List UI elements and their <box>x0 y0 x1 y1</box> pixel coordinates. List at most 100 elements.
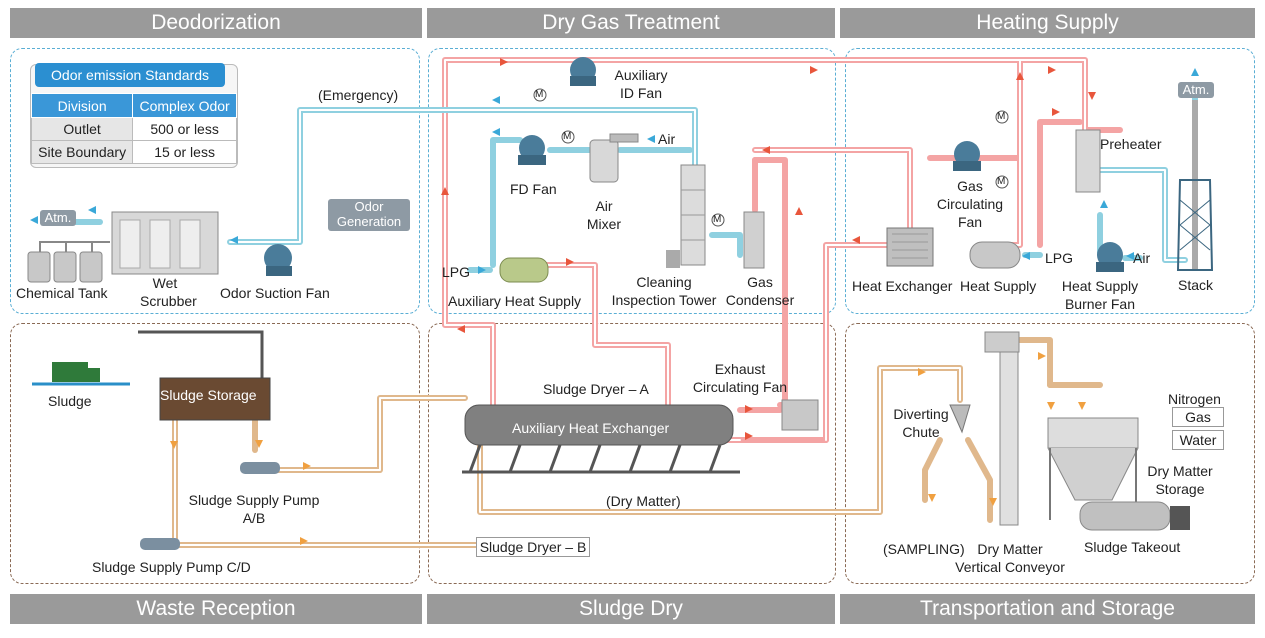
dry-matter-storage-label: Dry Matter Storage <box>1140 462 1220 498</box>
sludge-storage-graphic <box>138 330 271 421</box>
valve-m-label: M <box>997 176 1006 187</box>
header-deodorization: Deodorization <box>10 8 422 38</box>
pump-ab-line-1: Sludge Supply Pump <box>188 492 320 508</box>
diverting-chute-line-1: Diverting <box>893 406 949 422</box>
aux-id-fan-line-2: ID Fan <box>619 85 662 101</box>
gas-circulating-fan-line-3: Fan <box>957 214 983 230</box>
heat-exchanger-graphic <box>886 227 934 267</box>
cleaning-tower-line-1: Cleaning <box>636 274 692 290</box>
preheater-label: Preheater <box>1100 136 1162 152</box>
exhaust-fan-line-2: Circulating Fan <box>692 379 788 395</box>
air-mixer-label: Air Mixer <box>584 197 624 233</box>
sampling-label: (SAMPLING) <box>883 541 965 557</box>
burner-fan-line-1: Heat Supply <box>1061 278 1139 294</box>
sludge-dryer-a-graphic <box>462 404 740 474</box>
header-waste-reception: Waste Reception <box>10 594 422 624</box>
diverting-chute-graphic <box>949 404 971 434</box>
air-mixer-line-2: Mixer <box>586 216 622 232</box>
preheater-graphic <box>1075 129 1101 193</box>
gas-circulating-fan-graphic <box>953 141 981 171</box>
diverting-chute-label: Diverting Chute <box>888 405 954 441</box>
zone-waste-reception <box>10 323 420 584</box>
odor-generation-line-2: Generation <box>336 214 402 229</box>
zone-dry-gas-treatment <box>428 48 836 314</box>
lpg-label-aux: LPG <box>442 264 471 280</box>
valve-m-label: M <box>713 214 722 225</box>
header-sludge-dry: Sludge Dry <box>427 594 835 624</box>
wet-scrubber-line-1: Wet <box>152 275 178 291</box>
diverting-chute-line-2: Chute <box>902 424 940 440</box>
chemical-tank-graphic <box>27 241 110 283</box>
zone-heating-supply <box>845 48 1255 314</box>
sludge-truck-graphic <box>32 362 130 386</box>
emergency-label: (Emergency) <box>318 87 399 103</box>
atm-tag-stack: Atm. <box>1178 82 1214 98</box>
zone-transportation-storage <box>845 323 1255 584</box>
cleaning-tower-label: Cleaning Inspection Tower <box>604 273 724 309</box>
zone-sludge-dry <box>428 323 836 584</box>
table-cell: Outlet <box>30 117 134 141</box>
vertical-conveyor-line-1: Dry Matter <box>977 541 1043 557</box>
air-label-mixer: Air <box>658 131 676 147</box>
table-caption: Odor emission Standards <box>35 63 225 87</box>
table-row: Site Boundary 15 or less <box>30 140 237 164</box>
odor-generation-line-1: Odor <box>354 199 384 214</box>
sludge-takeout-label: Sludge Takeout <box>1084 539 1181 555</box>
chemical-tank-label: Chemical Tank <box>16 285 108 301</box>
header-transportation-storage: Transportation and Storage <box>840 594 1255 624</box>
flow-arrows <box>441 58 1096 440</box>
pump-ab-line-2: A/B <box>242 510 266 526</box>
sludge-label: Sludge <box>48 393 92 409</box>
sludge-storage-label: Sludge Storage <box>160 387 257 403</box>
aux-heat-exchanger-label: Auxiliary Heat Exchanger <box>512 420 670 436</box>
burner-fan-label: Heat Supply Burner Fan <box>1058 277 1142 313</box>
burner-fan-line-2: Burner Fan <box>1064 296 1136 312</box>
exhaust-fan-line-1: Exhaust <box>714 361 766 377</box>
odor-suction-fan-label: Odor Suction Fan <box>220 285 330 301</box>
sludge-pump-ab-graphic <box>240 462 280 474</box>
fd-fan-graphic <box>518 135 546 165</box>
odor-generation-tag: Odor Generation <box>328 199 410 231</box>
air-mixer-graphic <box>589 133 639 183</box>
fd-fan-label: FD Fan <box>510 181 557 197</box>
dry-matter-label: (Dry Matter) <box>606 493 681 509</box>
aux-id-fan-graphic <box>570 57 596 86</box>
air-mixer-line-1: Air <box>595 198 613 214</box>
valve-m-label: M <box>563 131 572 142</box>
odor-suction-fan-graphic <box>264 244 292 276</box>
nitrogen-label: Nitrogen <box>1168 391 1221 407</box>
table-cell: Site Boundary <box>30 140 134 164</box>
table-header-division: Division <box>30 93 134 118</box>
exhaust-fan-label: Exhaust Circulating Fan <box>690 360 790 396</box>
heat-supply-graphic <box>969 241 1021 269</box>
lpg-label-heat: LPG <box>1045 250 1074 266</box>
vertical-conveyor-line-2: Vertical Conveyor <box>955 559 1065 575</box>
gas-condenser-graphic <box>743 211 765 269</box>
dry-matter-storage-line-2: Storage <box>1155 481 1205 497</box>
cleaning-tower-line-2: Inspection Tower <box>611 292 717 308</box>
gas-circulating-fan-line-2: Circulating <box>936 196 1004 212</box>
aux-heat-supply-graphic <box>499 257 549 283</box>
atm-tag-deodorization: Atm. <box>40 210 76 226</box>
aux-id-fan-line-1: Auxiliary <box>614 67 668 83</box>
odor-emission-standards-table: Odor emission Standards Division Complex… <box>30 63 238 168</box>
table-cell: 500 or less <box>132 117 237 141</box>
table-row: Outlet 500 or less <box>30 117 237 141</box>
nitrogen-gas-tag: Gas <box>1172 407 1224 427</box>
dry-matter-storage-line-1: Dry Matter <box>1147 463 1213 479</box>
zone-deodorization <box>10 48 420 314</box>
cleaning-tower-graphic <box>666 164 706 268</box>
gas-circulating-fan-label: Gas Circulating Fan <box>930 177 1010 231</box>
cool-flow-arrows <box>30 68 1199 274</box>
header-heating-supply: Heating Supply <box>840 8 1255 38</box>
heat-exchanger-label: Heat Exchanger <box>852 278 953 294</box>
header-dry-gas-treatment: Dry Gas Treatment <box>427 8 835 38</box>
sludge-dryer-a-label: Sludge Dryer – A <box>543 381 649 397</box>
sludge-pump-cd-graphic <box>140 538 180 550</box>
gas-condenser-label: Gas Condenser <box>722 273 798 309</box>
valve-m-label: M <box>997 111 1006 122</box>
heat-supply-label: Heat Supply <box>960 278 1037 294</box>
pump-ab-label: Sludge Supply Pump A/B <box>184 491 324 527</box>
table-header-complex-odor: Complex Odor <box>132 93 237 118</box>
